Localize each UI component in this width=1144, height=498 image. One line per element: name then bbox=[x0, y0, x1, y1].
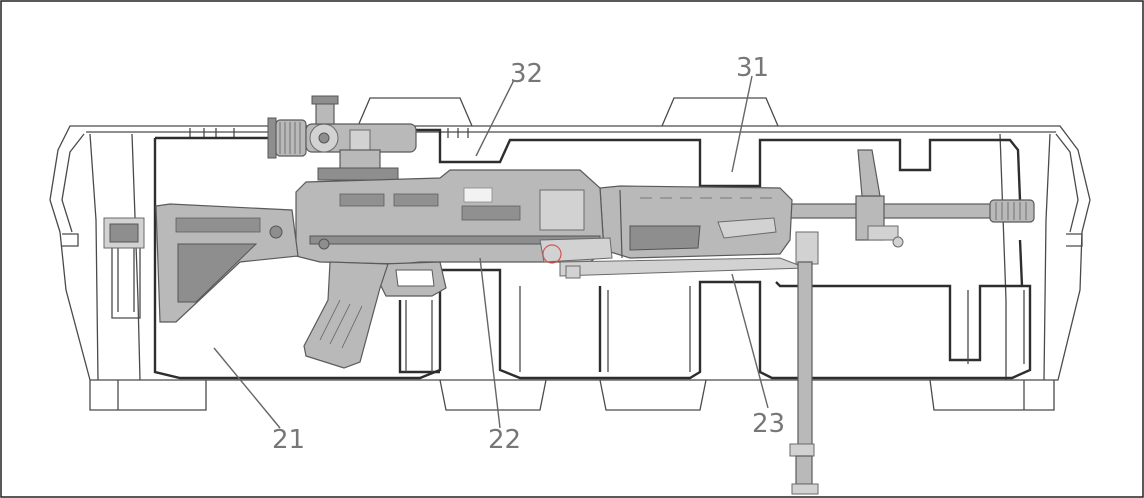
leader-lines bbox=[213, 75, 769, 429]
leader-31 bbox=[475, 79, 515, 157]
foam-insert-cavity bbox=[111, 128, 1032, 380]
leader-22 bbox=[479, 257, 501, 429]
ref-label-31: 32 bbox=[510, 59, 543, 89]
reference-labels: 32 31 21 22 23 bbox=[272, 53, 785, 455]
ref-label-21: 21 bbox=[272, 425, 305, 455]
ref-label-23: 23 bbox=[752, 409, 785, 439]
rifle-scope bbox=[267, 95, 417, 181]
ref-label-22: 22 bbox=[488, 425, 521, 455]
ref-label-32: 31 bbox=[736, 53, 769, 83]
leader-21 bbox=[213, 347, 281, 429]
rifle bbox=[155, 149, 1035, 495]
case-outline bbox=[49, 97, 1091, 411]
case-latch bbox=[103, 217, 145, 249]
leader-32 bbox=[731, 75, 753, 173]
leader-23 bbox=[731, 273, 769, 409]
